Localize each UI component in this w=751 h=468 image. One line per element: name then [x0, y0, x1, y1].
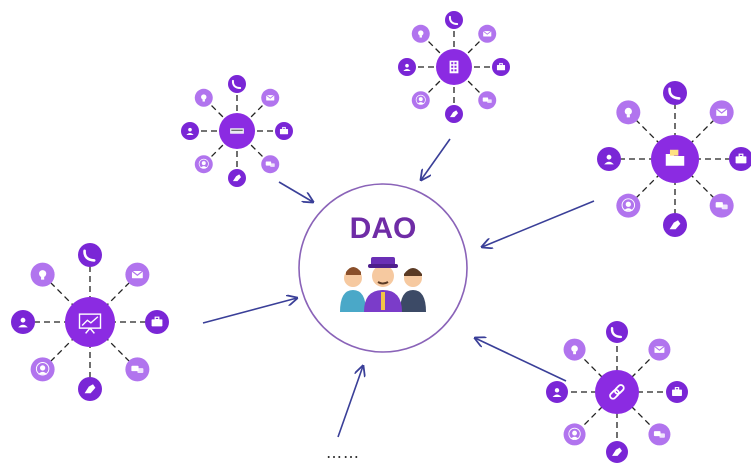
- handshake-icon: [663, 213, 687, 237]
- contact-icon: [563, 423, 586, 446]
- mail-icon: [648, 338, 671, 361]
- more-ellipsis: ……: [326, 443, 360, 462]
- contact-icon: [411, 91, 430, 110]
- spoke-line: [203, 130, 238, 165]
- person-icon: [546, 381, 568, 403]
- spoke-line: [236, 97, 271, 132]
- dao-title: DAO: [350, 212, 417, 245]
- handshake-icon: [228, 169, 246, 187]
- cluster-top-center: [398, 11, 510, 123]
- team-people-icon: [340, 257, 426, 312]
- cluster-left: [11, 243, 169, 401]
- phone-icon: [228, 75, 246, 93]
- briefcase-icon: [729, 147, 751, 171]
- cluster-bottom-right: [546, 321, 688, 463]
- arrow-from-bottom: [337, 366, 363, 438]
- lightbulb-icon: [411, 24, 430, 43]
- lightbulb-icon: [30, 262, 55, 287]
- contact-icon: [194, 155, 213, 174]
- mail-icon: [125, 262, 150, 287]
- spoke-line: [236, 130, 271, 165]
- cluster-right: [597, 81, 751, 237]
- mail-icon: [709, 100, 734, 125]
- chat-icon: [709, 193, 734, 218]
- card-reader-icon: [219, 113, 255, 149]
- chat-icon: [648, 423, 671, 446]
- mail-icon: [261, 88, 280, 107]
- arrow-from-top-left: [278, 181, 313, 202]
- contact-icon: [616, 193, 641, 218]
- phone-icon: [663, 81, 687, 105]
- briefcase-icon: [666, 381, 688, 403]
- cluster-top-left: [181, 75, 293, 187]
- arrow-from-left: [202, 298, 297, 324]
- building-icon: [436, 49, 472, 85]
- arrow-from-top-center: [421, 138, 451, 180]
- chain-link-icon: [595, 370, 639, 414]
- mail-icon: [478, 24, 497, 43]
- handshake-icon: [78, 377, 102, 401]
- arrows: [202, 138, 595, 438]
- lightbulb-icon: [563, 338, 586, 361]
- briefcase-icon: [145, 310, 169, 334]
- dao-node: DAO: [298, 183, 468, 353]
- handshake-icon: [445, 105, 463, 123]
- folder-icon: [651, 135, 699, 183]
- handshake-icon: [606, 441, 628, 463]
- chat-icon: [125, 357, 150, 382]
- person-icon: [11, 310, 35, 334]
- lightbulb-icon: [616, 100, 641, 125]
- person-icon: [181, 122, 199, 140]
- person-icon: [597, 147, 621, 171]
- chat-icon: [478, 91, 497, 110]
- arrow-from-bottom-right: [475, 338, 567, 382]
- spoke-line: [420, 33, 455, 68]
- phone-icon: [78, 243, 102, 267]
- phone-icon: [606, 321, 628, 343]
- spoke-line: [420, 66, 455, 101]
- person-icon: [398, 58, 416, 76]
- phone-icon: [445, 11, 463, 29]
- briefcase-icon: [275, 122, 293, 140]
- spoke-line: [453, 33, 488, 68]
- chat-icon: [261, 155, 280, 174]
- lightbulb-icon: [194, 88, 213, 107]
- briefcase-icon: [492, 58, 510, 76]
- presentation-chart-icon: [65, 297, 115, 347]
- clusters: [11, 11, 751, 463]
- contact-icon: [30, 357, 55, 382]
- spoke-line: [453, 66, 488, 101]
- arrow-from-right: [482, 200, 595, 247]
- spoke-line: [203, 97, 238, 132]
